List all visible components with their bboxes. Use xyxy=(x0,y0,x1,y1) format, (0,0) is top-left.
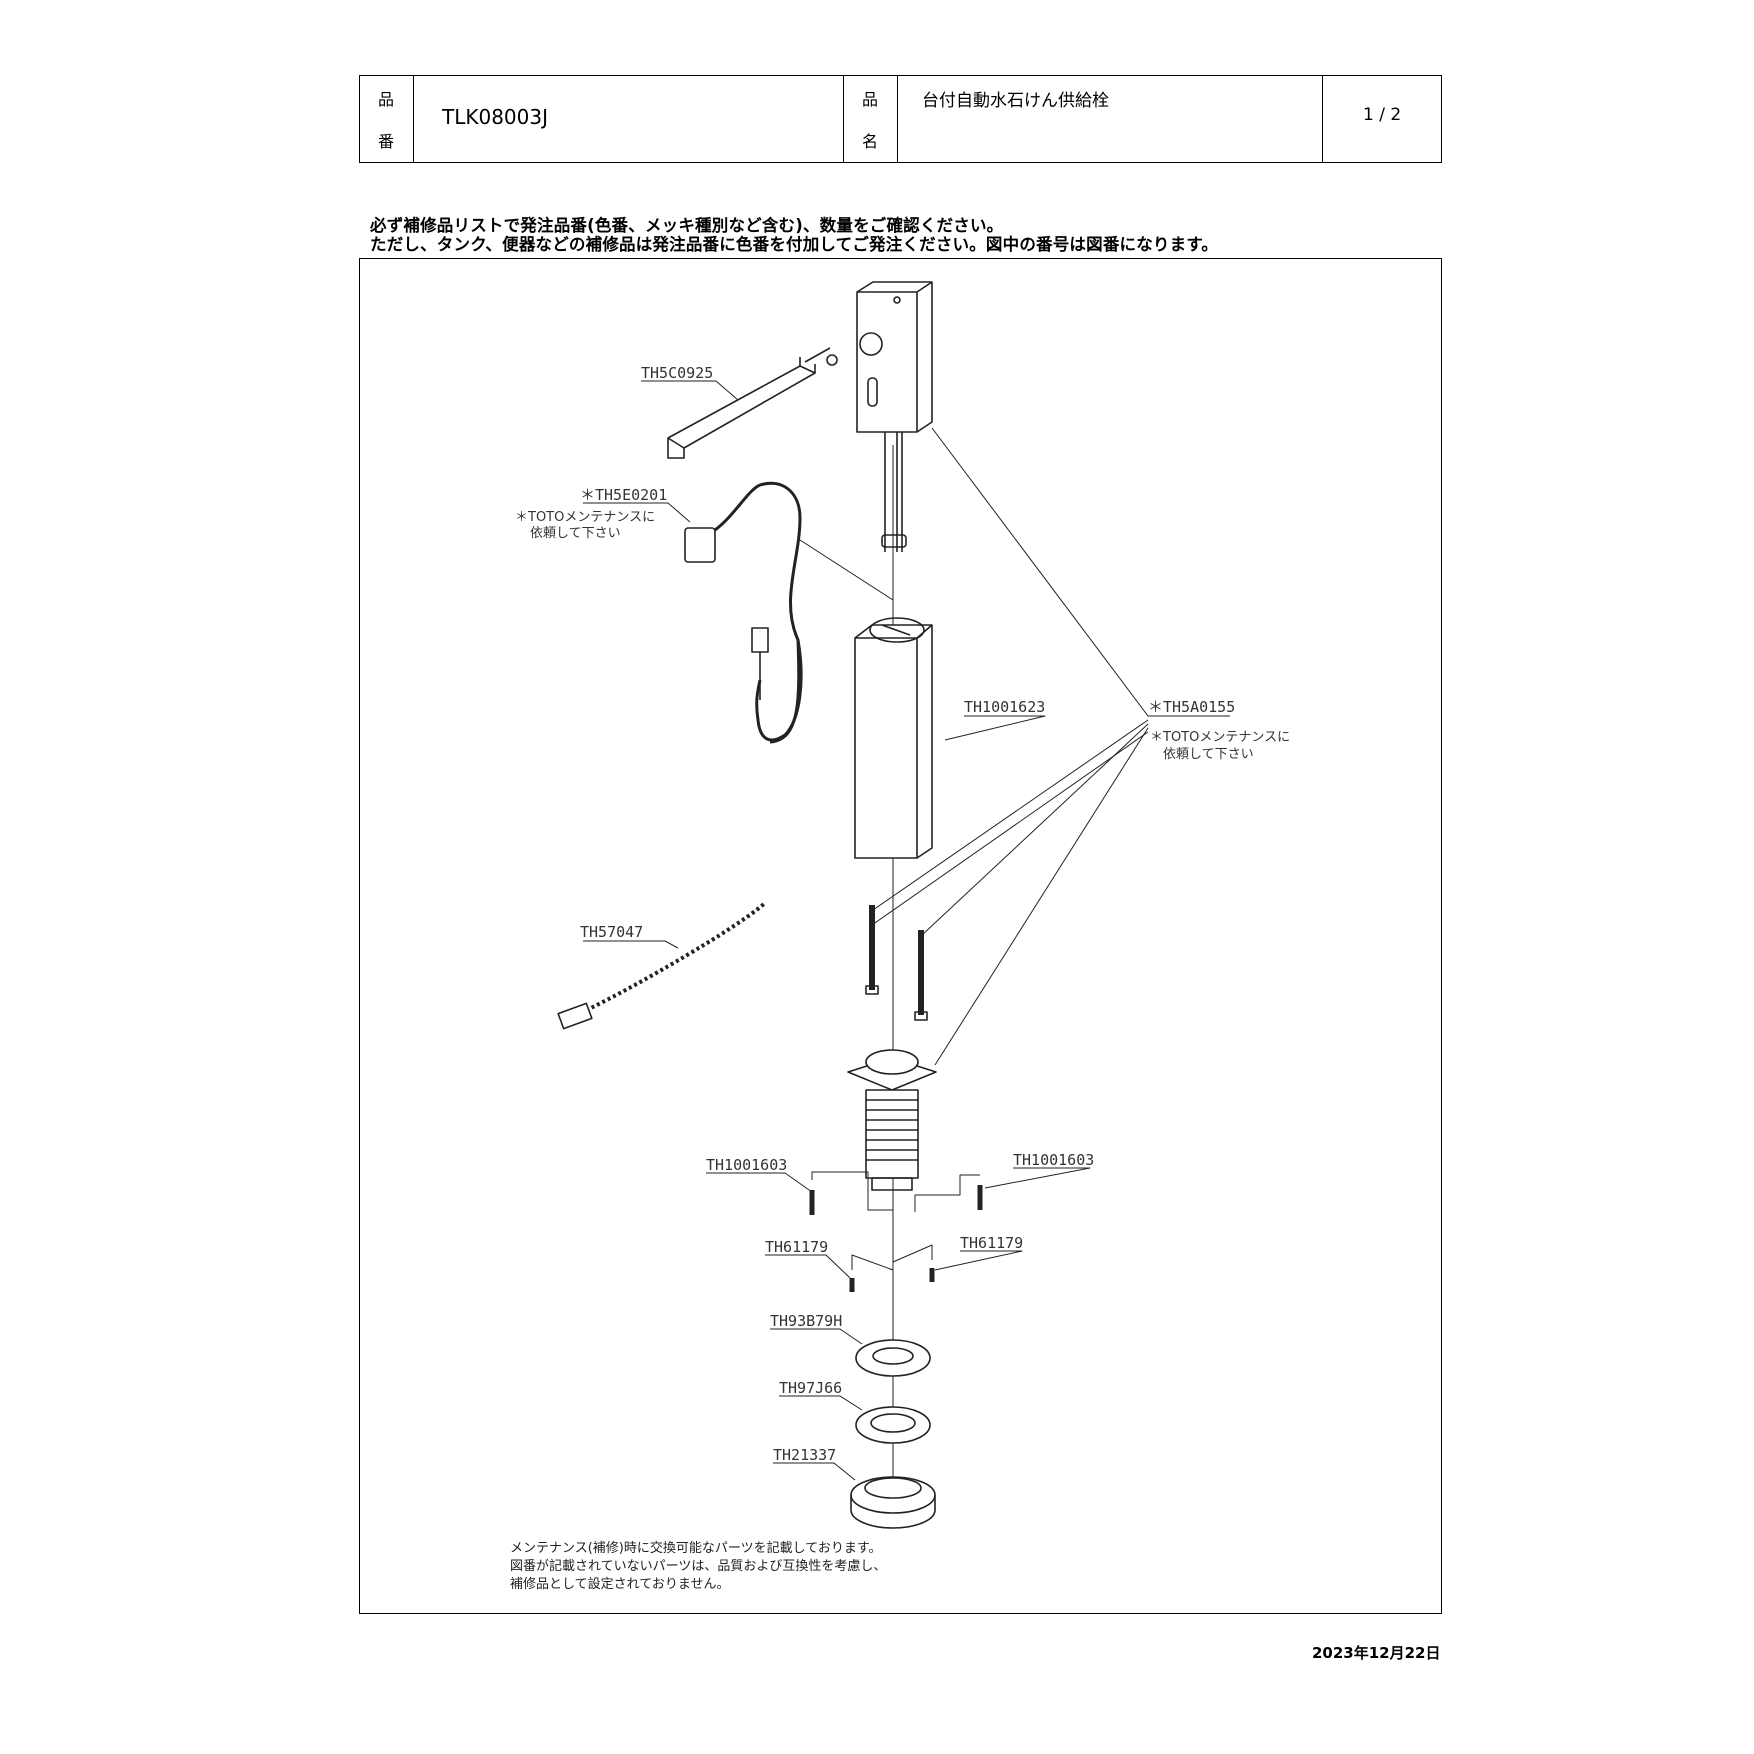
header-divider xyxy=(897,76,898,162)
assembly-note: 依頼して下さい xyxy=(1163,747,1254,762)
maintenance-footnote: メンテナンス(補修)時に交換可能なパーツを記載しております。 図番が記載されてい… xyxy=(510,1540,886,1594)
long-bolts xyxy=(865,905,928,1021)
product-name-label: 品 xyxy=(862,90,879,109)
page-number: 1 / 2 xyxy=(1363,105,1402,125)
part-label-washer-1: TH93B79H xyxy=(770,1312,842,1330)
chain xyxy=(557,901,767,1030)
cable-note: 依頼して下さい xyxy=(530,526,621,541)
diagram-frame xyxy=(359,258,1442,1614)
part-label-chain: TH57047 xyxy=(580,923,643,941)
part-number: TLK08003J xyxy=(442,105,548,129)
base-assembly xyxy=(847,1049,937,1191)
washer-1 xyxy=(855,1339,931,1377)
instruction-line: ただし、タンク、便器などの補修品は発注品番に色番を付加してご発注ください。図中の… xyxy=(370,235,1219,254)
header-divider xyxy=(1322,76,1323,162)
instruction-line: 必ず補修品リストで発注品番(色番、メッキ種別など含む)、数量をご確認ください。 xyxy=(370,216,1004,235)
part-number-label: 品 xyxy=(378,90,395,109)
print-date: 2023年12月22日 xyxy=(1312,1644,1441,1662)
part-label-screw-right: TH1001603 xyxy=(1013,1151,1094,1169)
part-label-small-screw-left: TH61179 xyxy=(765,1238,828,1256)
assembly-note: ＊TOTOメンテナンスに xyxy=(1150,730,1290,745)
faucet-head xyxy=(856,281,933,552)
footnote-line: メンテナンス(補修)時に交換可能なパーツを記載しております。 xyxy=(510,1541,882,1556)
spout xyxy=(667,347,838,459)
part-label-washer-2: TH97J66 xyxy=(779,1379,842,1397)
part-label-assembly: ＊TH5A0155 xyxy=(1148,698,1235,716)
header-table: 品 番 TLK08003J 品 名 台付自動水石けん供給栓 1 / 2 xyxy=(359,75,1442,163)
part-label-nut: TH21337 xyxy=(773,1446,836,1464)
footnote-line: 図番が記載されていないパーツは、品質および互換性を考慮し、 xyxy=(510,1559,887,1574)
sensor-cable xyxy=(684,481,803,744)
nut xyxy=(850,1476,936,1529)
part-label-cable: ＊TH5E0201 xyxy=(580,486,667,504)
cable-note: ＊TOTOメンテナンスに xyxy=(515,510,655,525)
faucet-body xyxy=(854,617,933,859)
product-name-label: 名 xyxy=(862,132,879,151)
header-divider xyxy=(413,76,414,162)
part-label-body: TH1001623 xyxy=(964,698,1045,716)
product-name: 台付自動水石けん供給栓 xyxy=(922,91,1109,111)
part-number-label: 番 xyxy=(378,132,395,151)
header-divider xyxy=(843,76,844,162)
part-label-screw-left: TH1001603 xyxy=(706,1156,787,1174)
leader-lines xyxy=(583,380,1230,1481)
washer-2 xyxy=(855,1406,931,1444)
footnote-line: 補修品として設定されておりません。 xyxy=(510,1577,730,1592)
part-label-spout: TH5C0925 xyxy=(641,364,713,382)
part-label-small-screw-right: TH61179 xyxy=(960,1234,1023,1252)
